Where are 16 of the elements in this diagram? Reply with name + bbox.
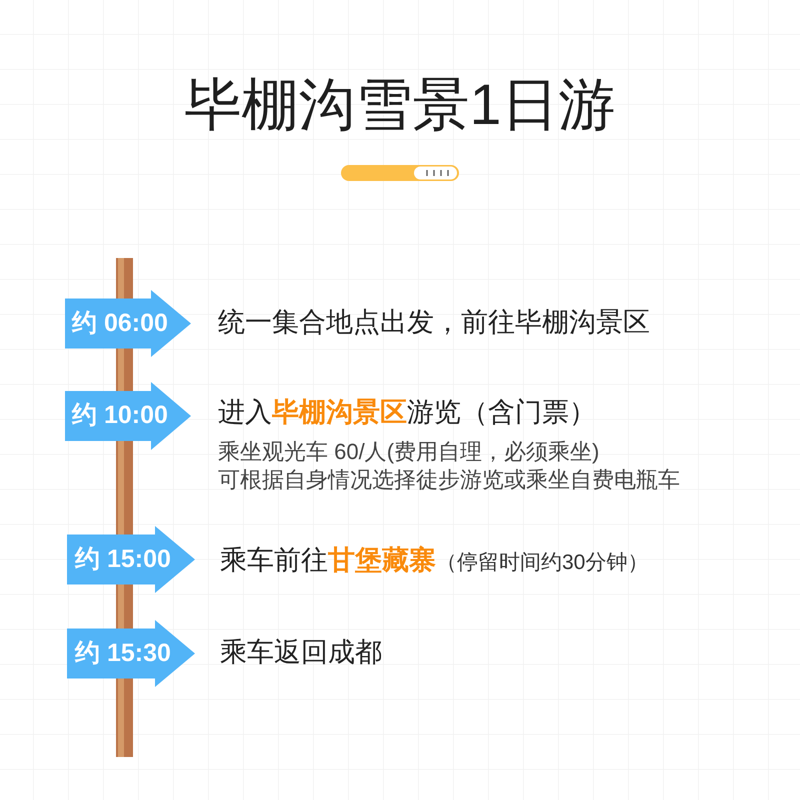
itinerary-text: 统一集合地点出发，前往毕棚沟景区: [218, 306, 650, 338]
itinerary-text: 乘车返回成都: [220, 636, 382, 668]
arrow-sign: [67, 526, 195, 593]
arrow-sign: [65, 382, 191, 450]
time-label: 约 06:00: [70, 308, 169, 339]
arrow-sign: [65, 290, 191, 357]
time-label: 约 15:30: [74, 638, 172, 669]
itinerary-note: 可根据自身情况选择徒步游览或乘坐自费电瓶车: [218, 466, 680, 494]
duration-note: （停留时间约30分钟）: [436, 550, 648, 576]
itinerary-note: 乘坐观光车 60/人(费用自理，必须乘坐): [218, 438, 600, 466]
time-label: 约 10:00: [70, 400, 169, 432]
time-label: 约 15:00: [74, 544, 172, 575]
title: 毕棚沟雪景1日游: [184, 72, 616, 139]
arrow-sign: [67, 620, 195, 687]
itinerary-text: 进入毕棚沟景区游览（含门票）: [218, 396, 596, 428]
itinerary-text: 乘车前往甘堡藏寨: [220, 544, 436, 576]
